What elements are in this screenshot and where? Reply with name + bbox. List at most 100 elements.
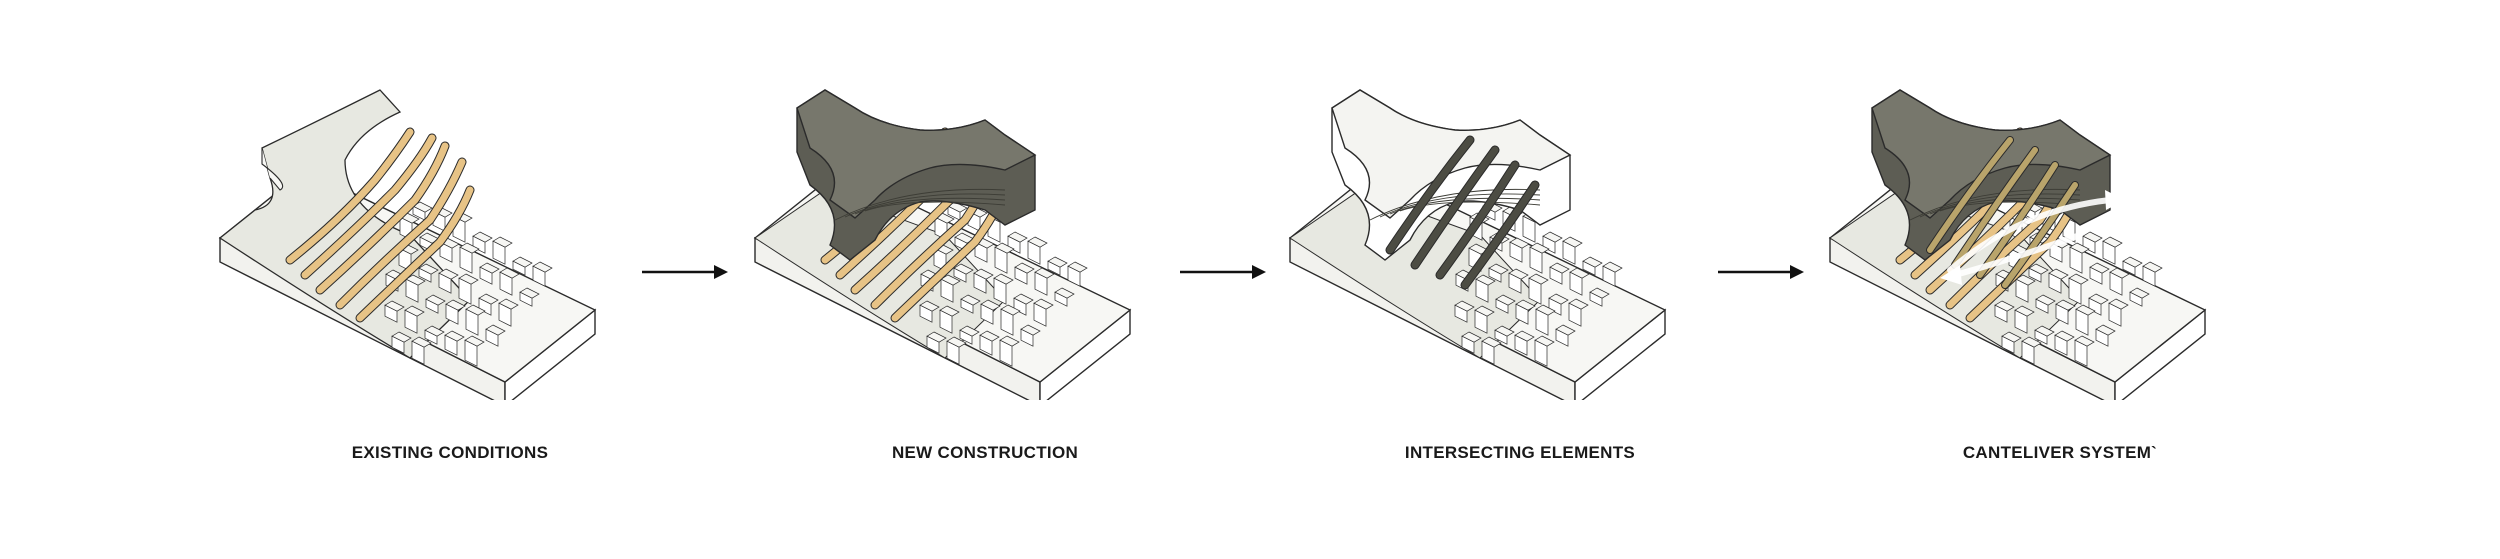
city-block-wall	[926, 335, 940, 354]
city-block-wall	[1013, 297, 1027, 316]
stage-caption: INTERSECTING ELEMENTS	[1404, 443, 1636, 462]
ramp	[336, 158, 466, 309]
city-block-wall	[478, 297, 492, 316]
city-block-wall	[1067, 265, 1081, 287]
beam	[1411, 146, 1499, 269]
city-block-wall	[532, 265, 546, 287]
existing-conditions-diagram	[218, 89, 597, 400]
mass-striation	[1379, 193, 1541, 218]
city-block-wall	[1534, 339, 1548, 367]
mass-striation	[854, 197, 1006, 215]
city-block-wall	[2068, 277, 2082, 305]
flow-arrows	[1940, 190, 2125, 285]
city-block-wall	[2082, 235, 2096, 254]
city-block-wall	[1020, 328, 1034, 347]
city-block-wall	[999, 339, 1013, 367]
city-block-wall	[1007, 235, 1021, 254]
city-block-wall	[1528, 277, 1542, 305]
ramp	[286, 128, 414, 264]
city-block-wall	[960, 298, 974, 314]
city-block-wall	[1542, 235, 1556, 254]
city-block-wall	[2001, 335, 2015, 354]
city-block-wall	[2055, 303, 2069, 325]
city-block-wall	[1054, 291, 1068, 307]
city-block-wall	[946, 340, 960, 365]
stage-canteliver-system: CANTELIVER SYSTEM`	[1780, 0, 2340, 559]
right-arrow-icon	[1180, 265, 1266, 279]
city-block-wall	[1047, 260, 1061, 276]
city-block-wall	[993, 277, 1007, 305]
stage-new-construction: NEW CONSTRUCTION	[705, 0, 1265, 559]
city-block-wall	[1509, 241, 1523, 263]
landform-edge	[261, 148, 284, 191]
building-mass-outline	[1331, 89, 1572, 261]
city-block-wall	[2129, 291, 2143, 307]
city-block-wall	[465, 308, 479, 336]
city-block-wall	[2102, 240, 2116, 265]
city-block-wall	[974, 241, 988, 263]
right-arrow-icon	[642, 265, 728, 279]
city-block-wall	[1535, 308, 1549, 336]
mass-striation	[834, 188, 1006, 221]
city-blocks	[384, 201, 553, 367]
city-block-wall	[980, 303, 994, 325]
beam	[1927, 137, 2013, 253]
city-block-wall	[404, 309, 418, 334]
city-block-wall	[2109, 271, 2123, 296]
city-block-wall	[384, 304, 398, 323]
city-block-wall	[2048, 272, 2062, 294]
city-block-wall	[424, 329, 438, 345]
city-block-wall	[994, 246, 1008, 274]
city-block-wall	[1033, 302, 1047, 327]
city-block-wall	[1034, 271, 1048, 296]
city-block-wall	[973, 272, 987, 294]
stage-caption: NEW CONSTRUCTION	[891, 443, 1079, 462]
city-block-wall	[940, 278, 954, 303]
canteliver-system-diagram	[1828, 89, 2207, 400]
city-block-wall	[1494, 329, 1508, 345]
city-block-wall	[979, 334, 993, 356]
city-block-wall	[1582, 260, 1596, 276]
city-block-wall	[1549, 266, 1563, 285]
city-block-wall	[1474, 309, 1488, 334]
city-block-wall	[512, 260, 526, 276]
city-block-wall	[919, 304, 933, 323]
ramp	[316, 142, 449, 294]
mass-striation	[1929, 197, 2081, 215]
city-block-wall	[1514, 334, 1528, 356]
city-block-wall	[2074, 339, 2088, 367]
city-block-wall	[405, 278, 419, 303]
city-block-wall	[959, 329, 973, 345]
city-block-wall	[2034, 329, 2048, 345]
beam	[2002, 182, 2078, 288]
city-block-wall	[1569, 271, 1583, 296]
ramp	[356, 186, 474, 322]
city-block-wall	[2014, 309, 2028, 334]
beam	[1436, 161, 1519, 279]
city-block-wall	[1014, 266, 1028, 285]
intersecting-elements-diagram	[1288, 89, 1667, 400]
mass-top	[1871, 89, 2112, 219]
mass-striation	[864, 201, 1006, 212]
city-block-wall	[458, 277, 472, 305]
city-block-wall	[2054, 334, 2068, 356]
intersecting-beams	[1385, 135, 1540, 290]
flow-line	[1952, 232, 2083, 278]
beam	[1386, 136, 1474, 254]
city-block-wall	[1495, 298, 1509, 314]
city-block-wall	[1508, 272, 1522, 294]
city-blocks	[919, 201, 1088, 367]
city-block-wall	[464, 339, 478, 367]
city-block-wall	[391, 335, 405, 354]
city-block-wall	[411, 340, 425, 365]
city-block-wall	[498, 302, 512, 327]
city-block-wall	[1454, 304, 1468, 323]
landform	[218, 89, 471, 359]
city-block-wall	[459, 246, 473, 274]
city-block-wall	[2095, 328, 2109, 347]
city-block-wall	[2028, 267, 2042, 283]
city-block-wall	[1515, 303, 1529, 325]
building-mass	[1871, 89, 2112, 261]
city-block-wall	[1589, 291, 1603, 307]
stage-caption: EXISTING CONDITIONS	[351, 443, 549, 462]
